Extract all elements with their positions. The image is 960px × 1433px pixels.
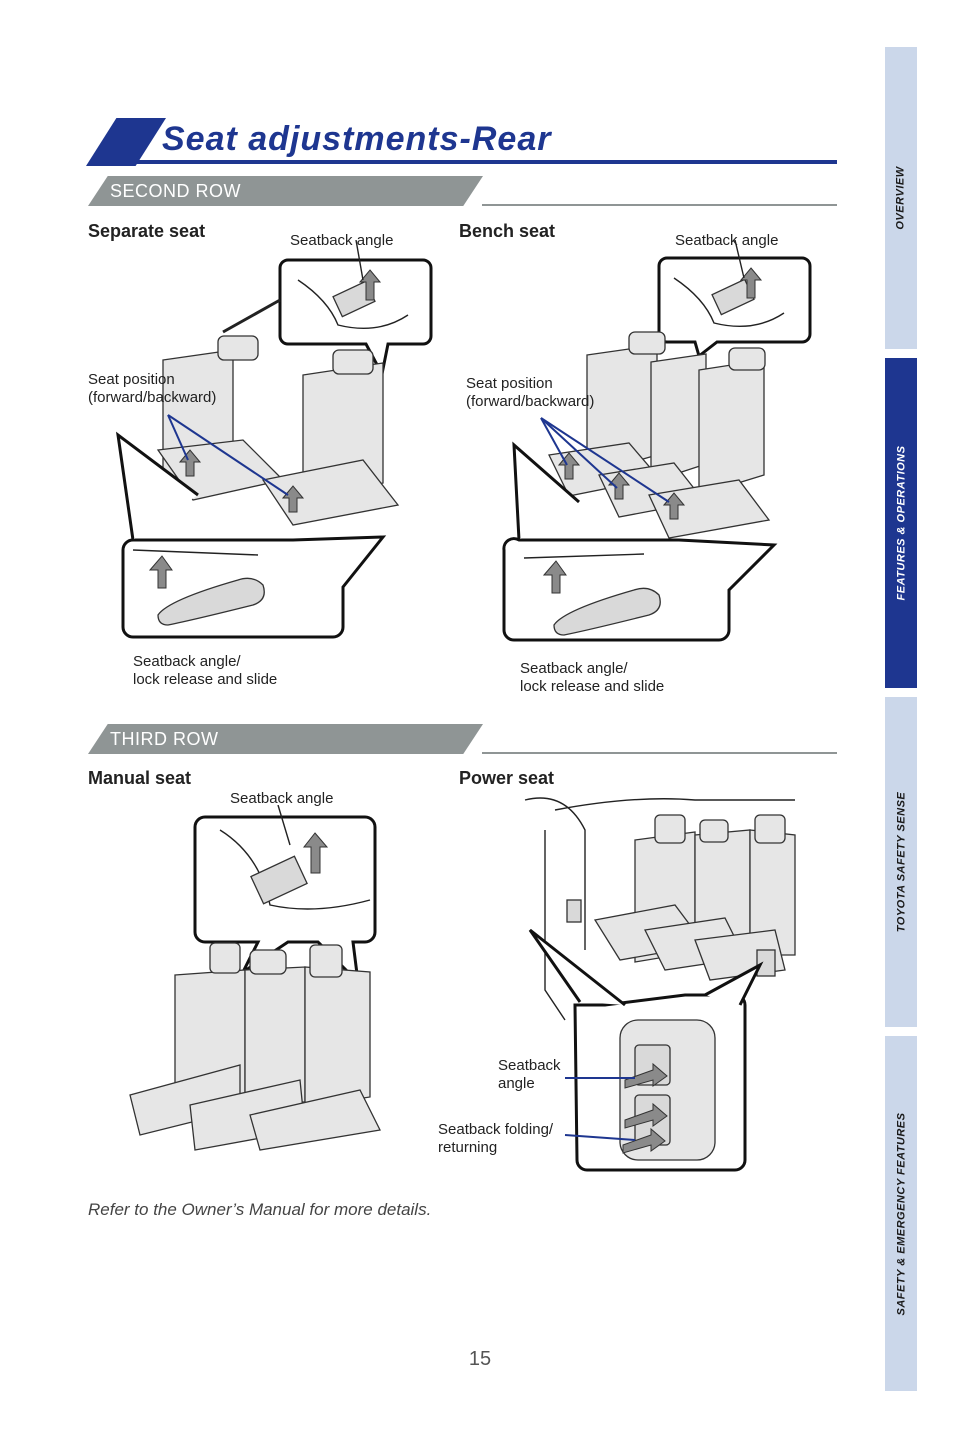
- section-bar-third-row: [88, 724, 483, 754]
- separate-seat-position-label: Seat position (forward/backward): [88, 371, 217, 406]
- side-tab-toyota-safety-sense[interactable]: TOYOTA SAFETY SENSE: [885, 697, 917, 1027]
- bench-lever-label: Seatback angle/ lock release and slide: [520, 660, 665, 695]
- separate-lever-label: Seatback angle/ lock release and slide: [133, 653, 278, 688]
- side-tab-label: SAFETY & EMERGENCY FEATURES: [895, 1112, 908, 1315]
- side-tab-features-operations[interactable]: FEATURES & OPERATIONS: [885, 358, 917, 688]
- bench-seat-heading: Bench seat: [459, 221, 556, 241]
- title-underline: [130, 160, 837, 164]
- bench-seat-position-label: Seat position (forward/backward): [466, 375, 595, 410]
- separate-seatback-angle-label: Seatback angle: [290, 232, 394, 249]
- separate-seat-heading: Separate seat: [88, 221, 206, 241]
- section-rule-third-row: [482, 752, 837, 754]
- bench-seatback-angle-label: Seatback angle: [675, 232, 779, 249]
- power-folding-label: Seatback folding/ returning: [438, 1121, 554, 1156]
- power-seat-illustration: [524, 797, 796, 1172]
- section-label-third-row: THIRD ROW: [110, 729, 219, 749]
- side-tab-label: FEATURES & OPERATIONS: [895, 445, 907, 601]
- section-rule-second-row: [482, 204, 837, 206]
- power-seatback-angle-label: Seatback angle: [498, 1057, 561, 1092]
- manual-seat-illustration: [129, 805, 381, 1151]
- section-label-second-row: SECOND ROW: [110, 181, 241, 201]
- side-tab-label: OVERVIEW: [895, 166, 908, 230]
- side-tab-overview[interactable]: OVERVIEW: [885, 47, 917, 349]
- separate-seat-illustration: [116, 240, 433, 639]
- title-accent-shape: [86, 118, 166, 166]
- side-tab-safety-emergency[interactable]: SAFETY & EMERGENCY FEATURES: [885, 1036, 917, 1391]
- manual-seat-heading: Manual seat: [88, 768, 192, 788]
- bench-seat-illustration: [502, 240, 812, 642]
- side-tab-label: TOYOTA SAFETY SENSE: [895, 791, 908, 933]
- manual-seatback-angle-label: Seatback angle: [230, 790, 334, 807]
- power-seat-heading: Power seat: [459, 768, 555, 788]
- page-number: 15: [468, 1348, 492, 1370]
- section-bar-second-row: [88, 176, 483, 206]
- footer-note: Refer to the Owner’s Manual for more det…: [88, 1200, 432, 1219]
- page-title: Seat adjustments-Rear: [162, 120, 552, 158]
